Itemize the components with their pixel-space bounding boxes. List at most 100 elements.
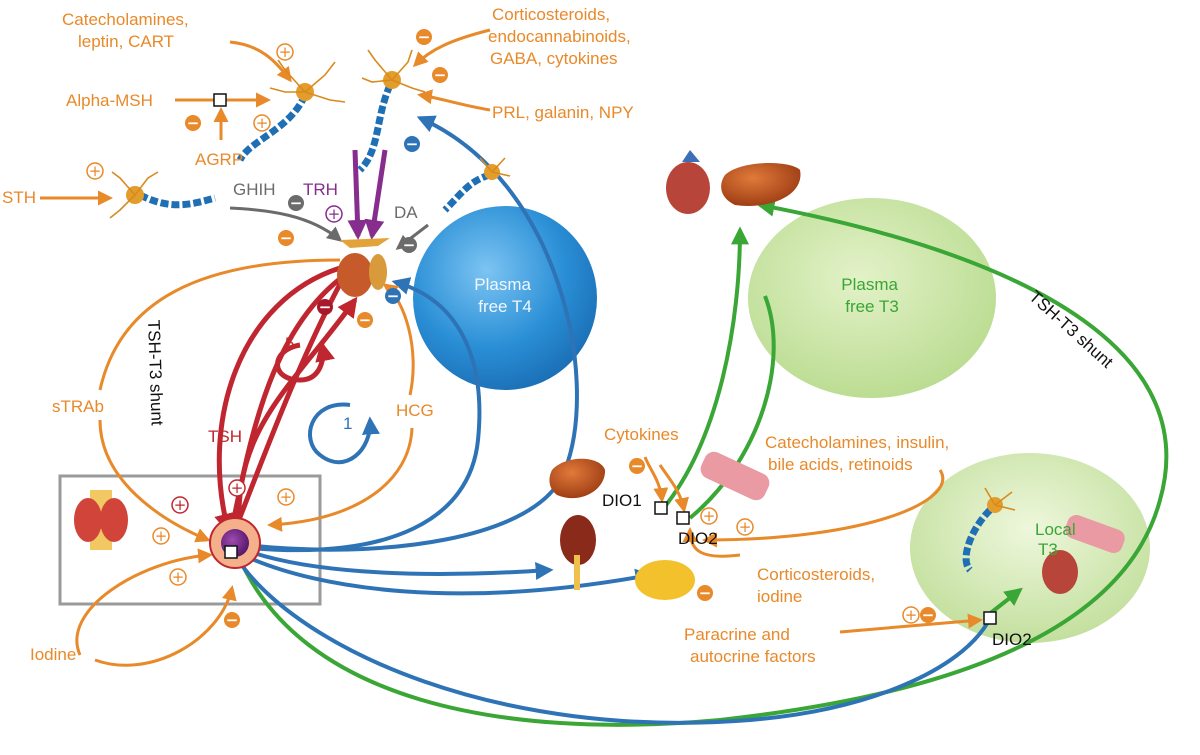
svg-text:+: + [739, 518, 752, 536]
loop-5-label: 5 [285, 334, 294, 353]
svg-text:+: + [703, 507, 716, 525]
plus-icon: + [902, 606, 920, 624]
neuron-sth [109, 171, 216, 219]
local-t3-ellipse [910, 453, 1150, 643]
tsh-t3-shunt-right-label: TSH-T3 shunt [1025, 287, 1117, 372]
plus-icon: + [228, 479, 246, 497]
dio1-label: DIO1 [602, 491, 642, 510]
plus-icon: + [277, 488, 295, 506]
muscle-organ [700, 451, 770, 501]
svg-text:−: − [387, 287, 400, 305]
plus-icon: + [276, 43, 294, 61]
strab-label: sTRAb [52, 397, 104, 416]
catecholamines-leptin-cart-label: Catecholamines, leptin, CART [62, 10, 193, 51]
thyroid-box [58, 474, 322, 606]
dio2-node-right [983, 611, 997, 625]
svg-text:−: − [699, 584, 712, 602]
prl-galanin-npy-label: PRL, galanin, NPY [492, 103, 634, 122]
thyroid-node [224, 545, 238, 559]
da-label: DA [394, 203, 418, 222]
svg-text:+: + [155, 527, 168, 545]
minus-icon: − [185, 114, 201, 132]
alpha-msh-node [213, 93, 227, 107]
minus-icon: − [385, 287, 401, 305]
plus-icon: + [736, 518, 754, 536]
muscle-organ-local [1065, 514, 1125, 554]
dio2-mid-label: DIO2 [678, 529, 718, 548]
svg-text:−: − [226, 611, 239, 629]
loop-1-label: 1 [343, 414, 352, 433]
svg-text:+: + [231, 479, 244, 497]
paracrine-label: Paracrine and autocrine factors [684, 625, 816, 666]
dio2-node-mid [676, 511, 690, 525]
minus-icon: − [404, 135, 420, 153]
minus-icon: − [432, 66, 448, 84]
thyroid-gland-image [74, 490, 128, 550]
tsh-label: TSH [208, 427, 242, 446]
minus-icon: − [920, 606, 936, 624]
svg-text:−: − [319, 298, 332, 316]
minus-icon: − [416, 28, 432, 46]
sign-markers: + + + + + + + + + + + + − − − − − − − − … [86, 28, 936, 629]
svg-text:+: + [280, 488, 293, 506]
neuron-local [962, 487, 1016, 573]
minus-icon: − [697, 584, 713, 602]
minus-icon: − [317, 298, 333, 316]
plus-icon: + [86, 162, 104, 180]
plus-icon: + [700, 507, 718, 525]
plasma-free-t4-ellipse [413, 206, 597, 390]
local-t3-label: Local T3 [1035, 520, 1080, 559]
corticosteroids-iodine-label: Corticosteroids, iodine [757, 565, 880, 606]
svg-text:+: + [279, 43, 292, 61]
minus-icon: − [288, 194, 304, 212]
minus-icon: − [629, 457, 645, 475]
minus-icon: − [357, 311, 373, 329]
neuron-top-center [357, 49, 426, 173]
svg-text:−: − [434, 66, 447, 84]
liver-organ [721, 163, 801, 206]
svg-text:−: − [187, 114, 200, 132]
alpha-msh-label: Alpha-MSH [66, 91, 153, 110]
neuron-top-left [236, 59, 346, 162]
plus-icon: + [169, 568, 187, 586]
svg-text:+: + [174, 496, 187, 514]
dio1-node [654, 501, 668, 515]
thyroid-follicle [209, 517, 261, 569]
blue-arrows [236, 115, 990, 725]
svg-text:−: − [403, 236, 416, 254]
plus-icon: + [325, 205, 343, 223]
minus-icon: − [224, 611, 240, 629]
heart-organ [666, 150, 710, 214]
svg-text:+: + [256, 114, 269, 132]
svg-text:+: + [89, 162, 102, 180]
plus-icon: + [171, 496, 189, 514]
svg-text:−: − [418, 28, 431, 46]
purple-arrows [347, 149, 388, 240]
svg-text:−: − [406, 135, 419, 153]
orange-arrows [40, 28, 983, 667]
dio2-right-label: DIO2 [992, 630, 1032, 649]
plus-icon: + [253, 114, 271, 132]
heart-organ-local [1042, 550, 1078, 594]
svg-text:+: + [905, 606, 918, 624]
catecholamines-insulin-label: Catecholamines, insulin, bile acids, ret… [765, 433, 954, 474]
cytokines-label: Cytokines [604, 425, 679, 444]
agrp-label: AGRP [195, 150, 243, 169]
plasma-free-t3-label: Plasma free T3 [841, 275, 902, 316]
trh-label: TRH [303, 180, 338, 199]
liver-organ-small [549, 458, 606, 499]
minus-icon: − [278, 229, 294, 247]
plus-icon: + [152, 527, 170, 545]
ghih-label: GHIH [233, 180, 276, 199]
svg-text:−: − [922, 606, 935, 624]
kidney-organ [560, 515, 596, 590]
green-arrows [236, 198, 1169, 727]
svg-text:+: + [172, 568, 185, 586]
svg-text:+: + [328, 205, 341, 223]
neuron-da [442, 157, 511, 213]
fat-organ [635, 560, 695, 600]
svg-text:−: − [290, 194, 303, 212]
svg-text:−: − [280, 229, 293, 247]
pituitary-gland [337, 238, 390, 297]
